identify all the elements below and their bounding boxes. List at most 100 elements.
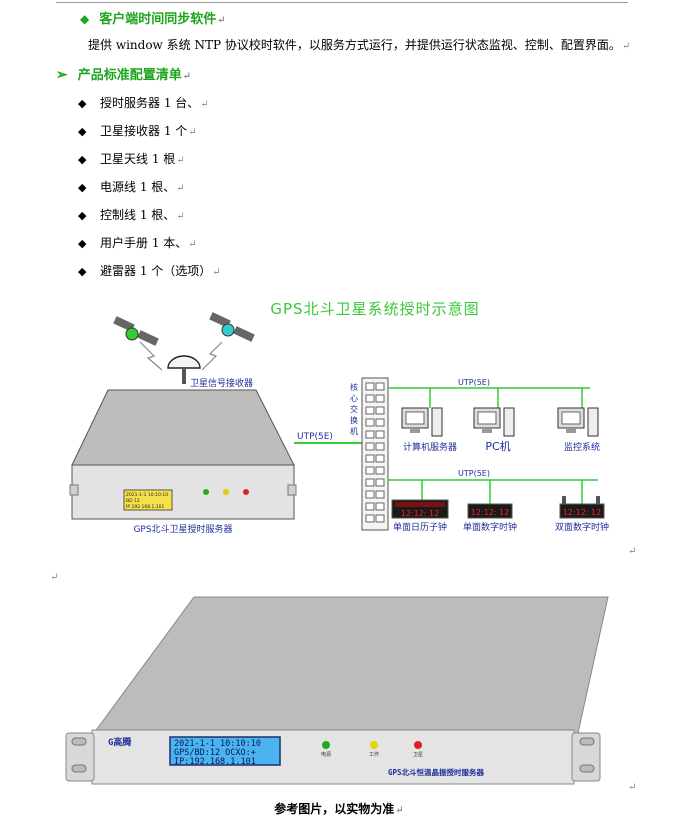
clock-bracket	[596, 496, 600, 504]
calendar-strip	[395, 502, 445, 507]
switch-port	[365, 514, 375, 523]
paragraph-mark-icon: ↵	[50, 572, 59, 583]
satellite-led-icon	[414, 741, 422, 749]
switch-port	[365, 430, 375, 439]
rack-ear	[69, 484, 79, 496]
signal-bolt-icon	[139, 341, 163, 371]
led-power	[203, 489, 209, 495]
list-item-text: 控制线 1 根、	[100, 208, 176, 222]
paragraph-mark-icon: ↵	[217, 15, 226, 26]
model-name: GPS北斗恒温晶振授时服务器	[388, 767, 485, 777]
led-work	[223, 489, 229, 495]
paragraph-text: 提供 window 系统 NTP 协议校时软件，以服务方式运行，并提供运行状态监…	[88, 38, 621, 52]
front-lcd	[169, 736, 281, 766]
rack-ear	[287, 484, 297, 496]
switch-label-char: 核	[350, 382, 358, 392]
switch-port	[375, 502, 385, 511]
brand-logo: G高腾	[108, 736, 132, 748]
paragraph-mark-icon: ↵	[188, 127, 197, 138]
list-item-text: 用户手册 1 本、	[100, 236, 188, 250]
device-label: PC机	[485, 439, 510, 453]
switch-label-char: 心	[350, 394, 358, 403]
diamond-bullet-icon: ◆	[80, 12, 90, 26]
switch-label-char: 换	[350, 415, 358, 425]
diamond-bullet-icon: ◆	[78, 97, 87, 110]
computer-icon	[557, 407, 599, 437]
switch-port	[375, 394, 385, 403]
front-lcd-line: IP:192.168.1.101	[174, 757, 256, 767]
paragraph-mark-icon: ↵	[200, 99, 209, 110]
paragraph-mark-icon: ↵	[188, 239, 197, 250]
paragraph-mark-icon: ↵	[176, 183, 185, 194]
switch-port	[375, 454, 385, 463]
device-label: 双面数字时钟	[555, 521, 609, 533]
server-front-panel	[71, 464, 295, 520]
rack-hole	[579, 737, 595, 746]
list-item: ◆避雷器 1 个（选项）↵	[78, 262, 221, 279]
list-item-text: 卫星接收器 1 个	[100, 124, 188, 138]
antenna-icon	[167, 355, 201, 384]
diamond-bullet-icon: ◆	[78, 181, 87, 194]
switch-port	[365, 502, 375, 511]
switch-port	[365, 466, 375, 475]
rack-hole	[71, 764, 87, 773]
switch-port	[365, 418, 375, 427]
switch-port	[365, 442, 375, 451]
rack-hole	[579, 764, 595, 773]
device-label: 计算机服务器	[403, 441, 457, 453]
caption-text: 参考图片，以实物为准	[274, 802, 395, 816]
description-paragraph: 提供 window 系统 NTP 协议校时软件，以服务方式运行，并提供运行状态监…	[88, 36, 630, 53]
list-item-text: 卫星天线 1 根	[100, 152, 176, 166]
utp-label: UTP(5E)	[458, 469, 490, 478]
list-item: ◆ 授时服务器 1 台、↵	[78, 94, 209, 111]
switch-port	[375, 466, 385, 475]
diamond-bullet-icon: ◆	[78, 237, 87, 250]
clock-display: 12:12: 12	[401, 509, 439, 518]
list-item: ◆ 用户手册 1 本、↵	[78, 234, 197, 251]
led-label: 卫星	[413, 752, 423, 758]
list-item: ◆ 电源线 1 根、↵	[78, 178, 185, 195]
signal-bolt-icon	[201, 341, 223, 371]
satellite-icon	[209, 312, 255, 342]
paragraph-mark-icon: ↵	[176, 211, 185, 222]
section-title: 产品标准配置清单	[77, 68, 182, 83]
switch-port	[375, 430, 385, 439]
lcd-line: BD 12	[126, 498, 140, 504]
server-top-panel	[71, 389, 295, 466]
paragraph-mark-icon: ↵	[176, 155, 185, 166]
switch-port	[365, 406, 375, 415]
switch-port	[375, 490, 385, 499]
led-label: 工作	[369, 751, 379, 758]
switch-port	[375, 478, 385, 487]
diamond-bullet-icon: ◆	[78, 125, 87, 138]
power-led-icon	[322, 741, 330, 749]
section-title: 客户端时间同步软件	[99, 12, 217, 27]
computer-icon	[401, 407, 443, 437]
diamond-bullet-icon: ◆	[78, 153, 87, 166]
device-label: 单面数字时钟	[463, 521, 517, 533]
list-item-text: 电源线 1 根、	[100, 180, 176, 194]
list-item-text: 授时服务器 1 台、	[100, 96, 200, 110]
switch-port	[375, 382, 385, 391]
arrow-bullet-icon: ➢	[56, 67, 68, 83]
paragraph-mark-icon: ↵	[628, 546, 637, 557]
paragraph-mark-icon: ↵	[395, 805, 404, 816]
lcd-display	[123, 489, 173, 511]
digital-clock	[467, 503, 513, 519]
satellite-icon	[113, 316, 159, 346]
product-photo: G高腾 2021-1-1 10:10:10 GPS/BD:12 OCXO:+ I…	[65, 596, 609, 785]
led-label: 电源	[321, 751, 331, 758]
switch-label-char: 机	[350, 426, 358, 436]
device-label: 监控系统	[564, 441, 600, 453]
led-satellite	[243, 489, 249, 495]
front-lcd-line: 2021-1-1 10:10:10	[174, 739, 261, 749]
list-item: ◆ 卫星天线 1 根↵	[78, 150, 185, 167]
list-item: ◆ 卫星接收器 1 个↵	[78, 122, 197, 139]
paragraph-mark-icon: ↵	[628, 782, 637, 793]
server-caption: GPS北斗卫星授时服务器	[133, 523, 232, 535]
switch-port	[375, 406, 385, 415]
utp-label: UTP(5E)	[297, 432, 333, 442]
diagram-title: GPS北斗卫星系统授时示意图	[270, 300, 479, 318]
switch-port	[365, 382, 375, 391]
front-lcd-line: GPS/BD:12 OCXO:+	[174, 748, 256, 758]
